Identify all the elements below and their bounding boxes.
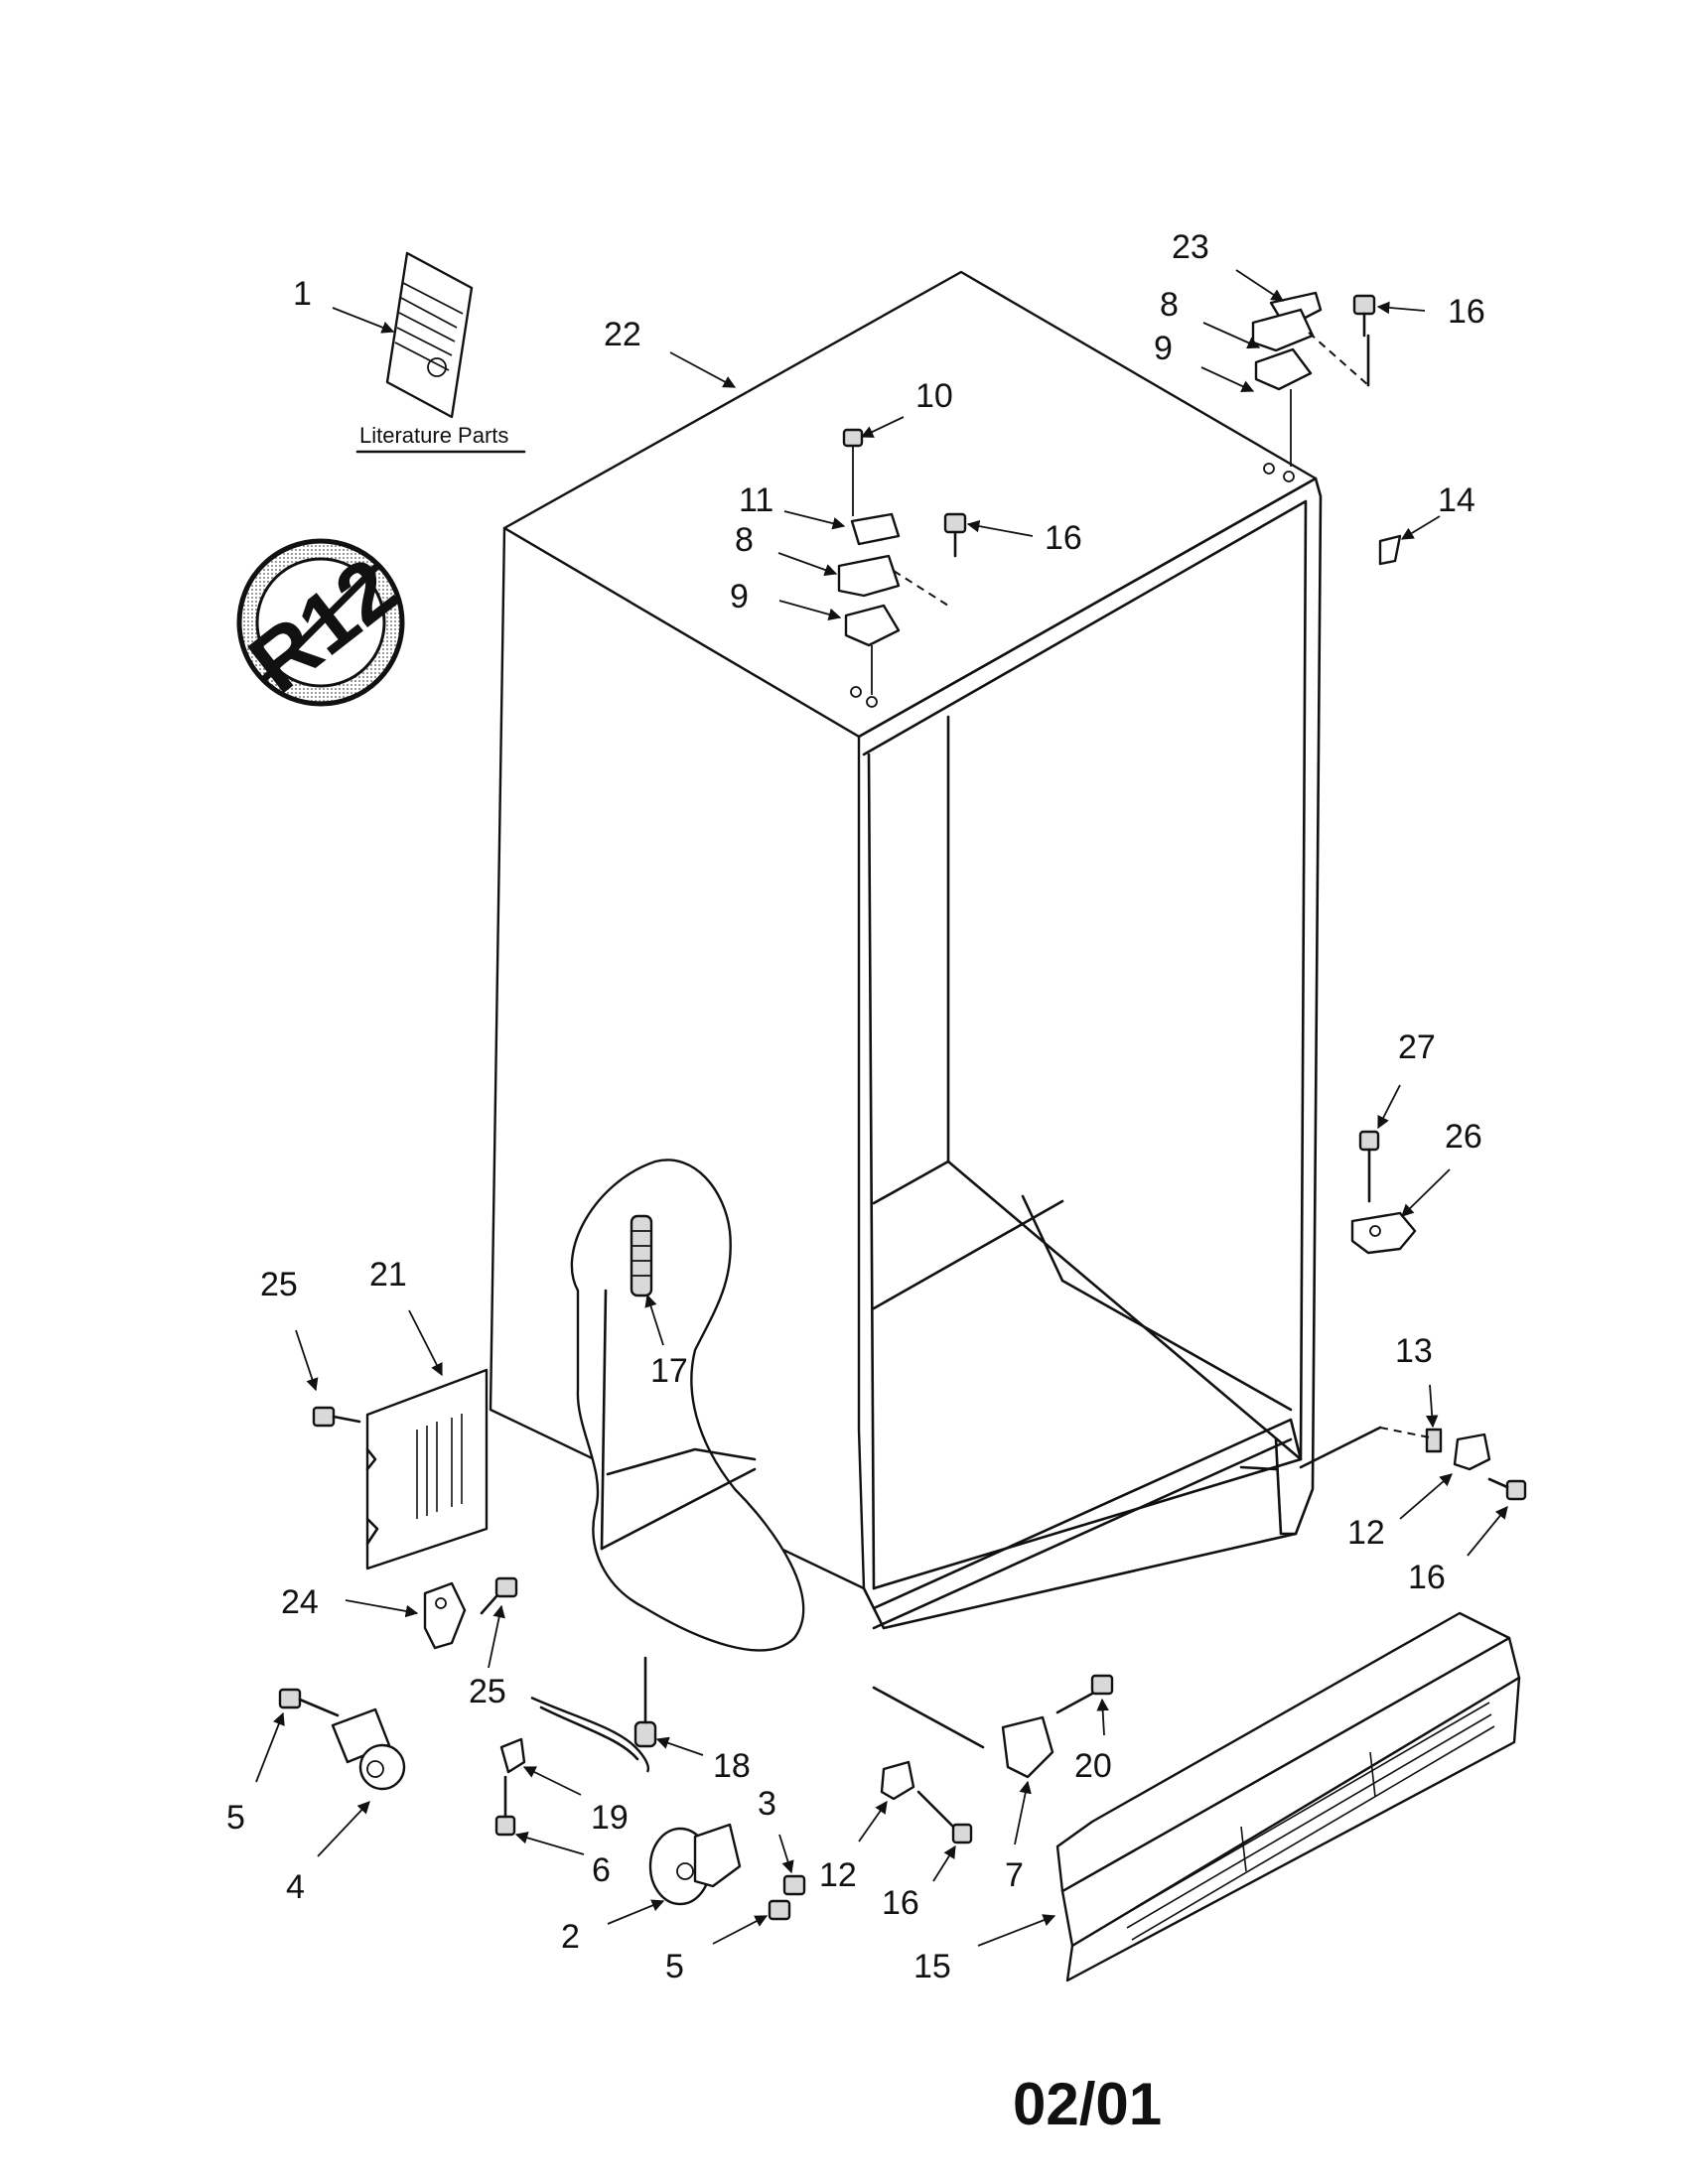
callout-23: 23	[1172, 228, 1209, 266]
top-hinge-center	[837, 428, 949, 708]
callout-24: 24	[281, 1583, 319, 1621]
callout-20: 20	[1074, 1747, 1112, 1785]
date-code: 02/01	[1013, 2071, 1162, 2137]
callout-9a: 9	[1154, 330, 1173, 367]
callout-5a: 5	[226, 1799, 245, 1837]
no-r12-symbol: R12	[232, 538, 414, 712]
callout-17: 17	[650, 1352, 688, 1390]
part-12-bracket-right	[1453, 1433, 1491, 1471]
callout-26: 26	[1445, 1118, 1482, 1156]
screw-25a	[312, 1406, 361, 1428]
callout-16b: 16	[1045, 519, 1082, 557]
callout-6: 6	[592, 1851, 611, 1889]
top-hinge-right	[1251, 291, 1370, 482]
screw-27	[1358, 1130, 1380, 1203]
callout-labels: 1 22 23 8 16 9 10 11 8 16 9 14 27 26 25 …	[226, 228, 1485, 1985]
screw-6	[494, 1775, 516, 1837]
callout-18: 18	[713, 1747, 751, 1785]
part-14-clip	[1378, 534, 1402, 566]
callout-22: 22	[604, 316, 641, 353]
callout-1: 1	[293, 275, 312, 313]
callout-27: 27	[1398, 1028, 1436, 1066]
callout-25a: 25	[260, 1266, 298, 1303]
callout-3: 3	[758, 1785, 776, 1823]
callout-15: 15	[913, 1948, 951, 1985]
part-24-bracket	[423, 1581, 467, 1650]
callout-11: 11	[739, 481, 773, 519]
screw-16c	[1487, 1477, 1527, 1501]
coil-spring	[630, 1214, 653, 1297]
callout-14: 14	[1438, 481, 1475, 519]
callout-2: 2	[561, 1918, 580, 1956]
part-12-bracket-center	[880, 1760, 915, 1801]
part-7-bracket	[872, 1686, 1054, 1779]
screw-16d	[916, 1790, 973, 1844]
callout-16c: 16	[1408, 1559, 1446, 1596]
screw-25b	[480, 1576, 518, 1615]
screw-16b	[943, 512, 967, 558]
callout-16d: 16	[882, 1884, 919, 1922]
callout-5b: 5	[665, 1948, 684, 1985]
callout-4: 4	[286, 1868, 305, 1906]
callout-12b: 12	[819, 1856, 857, 1894]
callout-7: 7	[1005, 1856, 1024, 1894]
part-13-clip	[1299, 1426, 1443, 1469]
part-19-clamp	[499, 1737, 526, 1774]
callout-9b: 9	[730, 578, 749, 615]
part-4-caster	[278, 1688, 406, 1791]
callout-8a: 8	[1160, 286, 1179, 324]
literature-caption: Literature Parts	[359, 423, 508, 448]
part-2-roller	[648, 1823, 742, 1906]
part-21-rear-panel	[365, 1368, 489, 1570]
callout-16a: 16	[1448, 293, 1485, 331]
part-26-bracket	[1350, 1211, 1417, 1255]
callout-10: 10	[915, 377, 953, 415]
refrigerator-cabinet	[489, 270, 1323, 1652]
callout-19: 19	[591, 1799, 629, 1837]
screw-5b	[768, 1899, 791, 1921]
callout-13: 13	[1395, 1332, 1433, 1370]
screw-20	[1055, 1674, 1114, 1714]
callout-25b: 25	[469, 1673, 506, 1710]
part-15-base-grille	[1055, 1611, 1521, 1982]
screw-16a	[1352, 294, 1376, 338]
callout-12a: 12	[1347, 1514, 1385, 1552]
callout-8b: 8	[735, 521, 754, 559]
leader-arrows	[255, 269, 1508, 1947]
literature-booklet	[385, 251, 474, 419]
screw-3	[782, 1874, 806, 1896]
callout-21: 21	[369, 1256, 407, 1294]
drain-tube	[530, 1656, 657, 1773]
